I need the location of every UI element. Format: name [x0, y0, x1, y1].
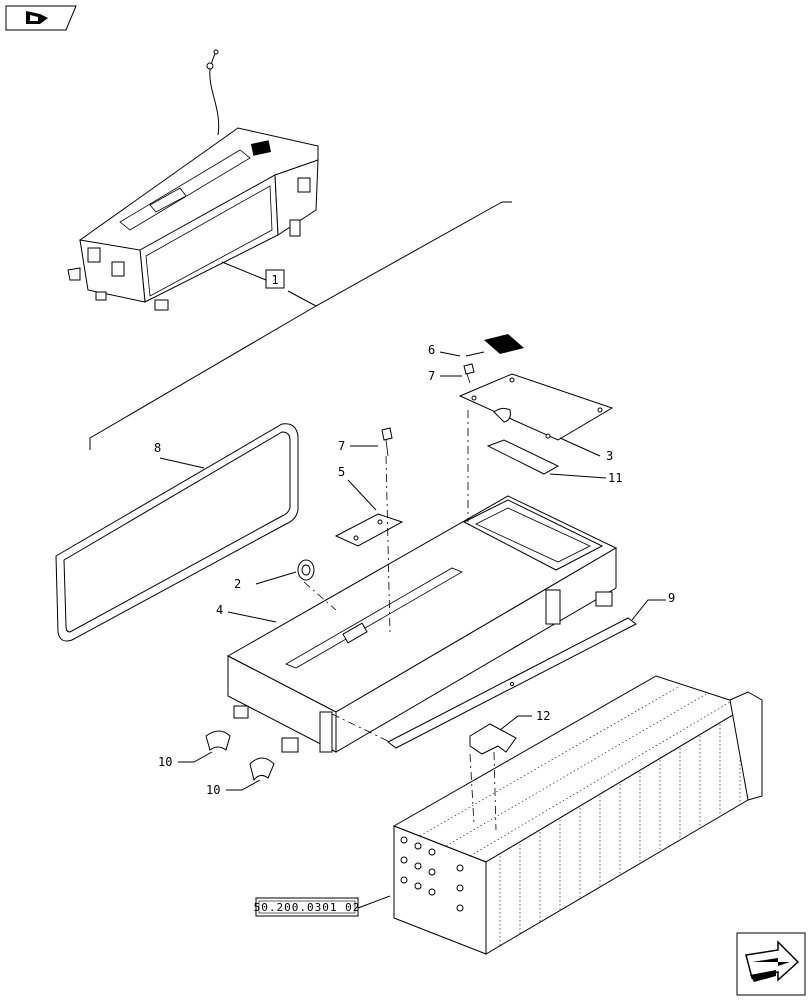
- callout-7-upper-label[interactable]: 7: [428, 369, 435, 383]
- callout-10-upper-label[interactable]: 10: [158, 755, 172, 769]
- heat-exchanger-core: [357, 675, 763, 955]
- tube-ends: [400, 836, 464, 912]
- reference-label: 50.200.0301 02: [254, 901, 361, 914]
- plate-part-5: [334, 479, 404, 547]
- back-nav-button[interactable]: [5, 5, 77, 31]
- assembly-lines: [303, 410, 497, 831]
- callout-1[interactable]: 1: [265, 269, 285, 289]
- clip-part-10-upper: [178, 730, 231, 763]
- callout-12-label[interactable]: 12: [536, 709, 550, 723]
- callout-9-label[interactable]: 9: [668, 591, 675, 605]
- callout-7-lower-label[interactable]: 7: [338, 439, 345, 453]
- strip-part-11: [486, 439, 607, 479]
- gasket-part-8: [55, 423, 299, 642]
- reference-link[interactable]: 50.200.0301 02: [254, 897, 361, 917]
- callout-6-label[interactable]: 6: [428, 343, 435, 357]
- bolt-part-7-upper: [440, 363, 475, 384]
- label-part-6: [439, 334, 524, 357]
- callout-1-label: 1: [271, 273, 278, 287]
- back-arrow-icon: [26, 11, 48, 24]
- callout-4-label[interactable]: 4: [216, 603, 223, 617]
- explode-bracket: [89, 201, 512, 450]
- housing-part-4: [226, 495, 618, 753]
- assembled-unit-drawing: [67, 49, 319, 311]
- rail-part-9: [387, 599, 666, 749]
- cover-plate-part-3: [458, 373, 614, 457]
- bolt-part-7-lower: [350, 427, 393, 457]
- next-nav-button[interactable]: [736, 932, 806, 996]
- grommet-part-2: [255, 559, 315, 585]
- next-arrow-icon: [745, 940, 800, 982]
- callout-2-label[interactable]: 2: [234, 577, 241, 591]
- bracket-part-12: [469, 715, 532, 755]
- callout-10-lower-label[interactable]: 10: [206, 783, 220, 797]
- callout-11-label[interactable]: 11: [608, 471, 622, 485]
- callout-3-label[interactable]: 3: [606, 449, 613, 463]
- callout-5-label[interactable]: 5: [338, 465, 345, 479]
- callout-8-label[interactable]: 8: [154, 441, 161, 455]
- clip-part-10-lower: [226, 757, 275, 791]
